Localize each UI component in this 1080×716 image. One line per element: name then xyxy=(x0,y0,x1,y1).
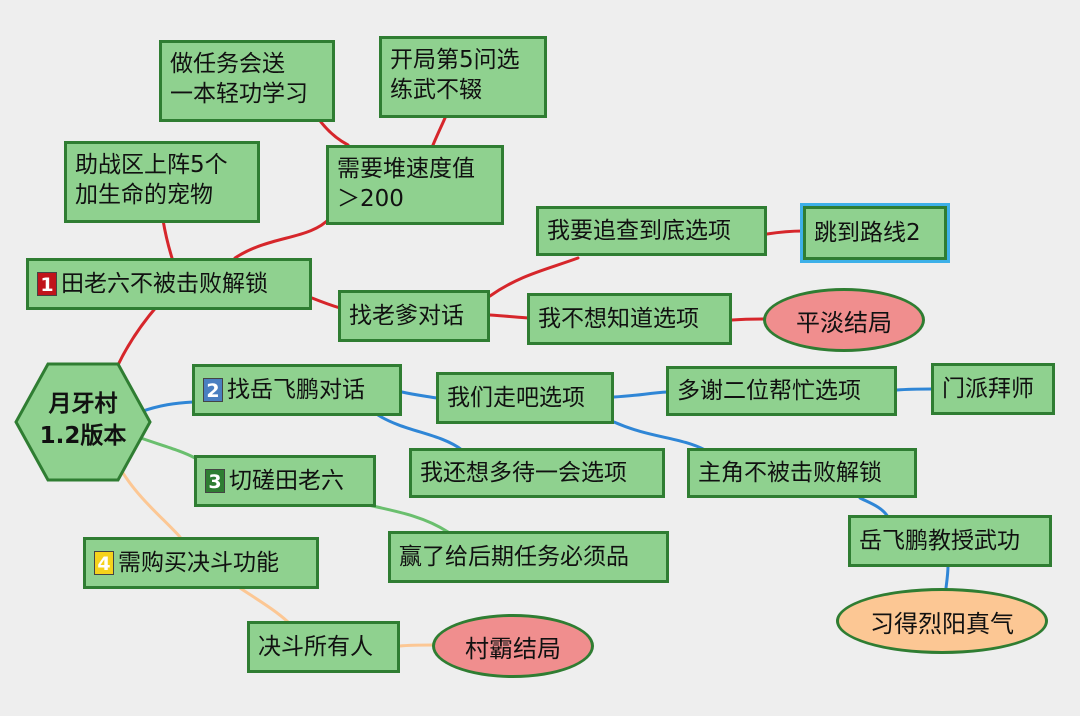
protag-unlock-node[interactable]: 主角不被击败解锁 xyxy=(687,448,917,498)
apprentice-label: 门派拜师 xyxy=(942,376,1034,402)
branch3-label: 切磋田老六 xyxy=(229,468,344,494)
dont-know-option-label: 我不想知道选项 xyxy=(538,306,699,332)
qinggong-note-line1: 做任务会送 xyxy=(170,51,285,77)
qinggong-note-node[interactable]: 做任务会送 一本轻功学习 xyxy=(159,40,335,122)
q5-note-line2: 练武不辍 xyxy=(390,77,482,103)
priority-2-badge: 2 xyxy=(203,378,223,402)
branch1-label: 田老六不被击败解锁 xyxy=(61,271,268,297)
pet-note-line2: 加生命的宠物 xyxy=(75,182,213,208)
branch3-node[interactable]: 3 切磋田老六 xyxy=(194,455,376,507)
duel-all-node[interactable]: 决斗所有人 xyxy=(247,621,400,673)
link-branch1-speed xyxy=(233,216,332,260)
stay-option-label: 我还想多待一会选项 xyxy=(420,460,627,486)
center-label-line1: 月牙村 xyxy=(48,391,118,417)
priority-1-badge: 1 xyxy=(37,272,57,296)
pursue-option-label: 我要追查到底选项 xyxy=(547,218,731,244)
branch2-node[interactable]: 2 找岳飞鹏对话 xyxy=(192,364,402,416)
pet-note-node[interactable]: 助战区上阵5个 加生命的宠物 xyxy=(64,141,260,223)
branch2-label: 找岳飞鹏对话 xyxy=(227,377,365,403)
link-branch1-pet xyxy=(161,218,174,260)
duel-all-label: 决斗所有人 xyxy=(258,634,373,660)
link-speed-q5 xyxy=(431,116,447,147)
link-duel-bully xyxy=(398,643,435,648)
stay-option-node[interactable]: 我还想多待一会选项 xyxy=(409,448,665,498)
center-label: 月牙村 1.2版本 xyxy=(14,388,152,452)
link-letsgo-protag xyxy=(612,420,707,452)
qinggong-note-line2: 一本轻功学习 xyxy=(170,81,308,107)
bully-ending-label: 村霸结局 xyxy=(465,634,561,663)
priority-3-badge: 3 xyxy=(205,469,225,493)
talk-father-node[interactable]: 找老爹对话 xyxy=(338,290,490,342)
branch4-label: 需购买决斗功能 xyxy=(118,550,279,576)
link-talk-pursue xyxy=(488,256,580,298)
route2-node[interactable]: 跳到路线2 xyxy=(800,203,950,263)
link-branch1-talk xyxy=(310,296,342,310)
branch1-node[interactable]: 1 田老六不被击败解锁 xyxy=(26,258,312,310)
speed-note-line2: ＞200 xyxy=(337,186,404,212)
thanks-option-node[interactable]: 多谢二位帮忙选项 xyxy=(666,366,897,416)
link-thanks-apprentice xyxy=(895,387,934,392)
link-center-branch4 xyxy=(121,471,182,539)
link-center-branch1 xyxy=(116,303,160,367)
talk-father-label: 找老爹对话 xyxy=(349,303,464,329)
plain-ending-label: 平淡结局 xyxy=(796,308,892,337)
learn-skill-label: 习得烈阳真气 xyxy=(870,609,1014,638)
center-node[interactable]: 月牙村 1.2版本 xyxy=(14,362,152,482)
link-speed-qinggong xyxy=(316,116,350,147)
bully-ending-node[interactable]: 村霸结局 xyxy=(432,614,594,678)
route2-label: 跳到路线2 xyxy=(814,220,921,246)
speed-note-node[interactable]: 需要堆速度值 ＞200 xyxy=(326,145,504,225)
apprentice-node[interactable]: 门派拜师 xyxy=(931,363,1055,415)
priority-4-badge: 4 xyxy=(94,551,114,575)
speed-note-line1: 需要堆速度值 xyxy=(337,156,475,182)
link-center-branch3 xyxy=(136,435,197,460)
branch4-node[interactable]: 4 需购买决斗功能 xyxy=(83,537,319,589)
q5-note-line1: 开局第5问选 xyxy=(390,47,520,73)
link-talk-dontknow xyxy=(488,313,530,320)
pet-note-line1: 助战区上阵5个 xyxy=(75,152,228,178)
dont-know-option-node[interactable]: 我不想知道选项 xyxy=(527,293,732,345)
teach-martial-node[interactable]: 岳飞鹏教授武功 xyxy=(848,515,1052,567)
link-protag-teach xyxy=(858,496,890,519)
pursue-option-node[interactable]: 我要追查到底选项 xyxy=(536,206,767,256)
link-branch3-win xyxy=(366,503,450,534)
link-pursue-route2 xyxy=(765,229,805,236)
link-letsgo-thanks xyxy=(612,390,669,399)
link-branch2-stay xyxy=(376,413,464,452)
link-dontknow-plain xyxy=(730,317,767,322)
q5-note-node[interactable]: 开局第5问选 练武不辍 xyxy=(379,36,547,118)
link-branch4-duel xyxy=(238,586,290,624)
lets-go-option-label: 我们走吧选项 xyxy=(447,385,585,411)
lets-go-option-node[interactable]: 我们走吧选项 xyxy=(436,372,614,424)
win-reward-node[interactable]: 赢了给后期任务必须品 xyxy=(388,531,669,583)
win-reward-label: 赢了给后期任务必须品 xyxy=(399,544,629,570)
thanks-option-label: 多谢二位帮忙选项 xyxy=(677,378,861,404)
link-teach-learn xyxy=(944,564,950,590)
plain-ending-node[interactable]: 平淡结局 xyxy=(763,288,925,352)
hexagon-shape xyxy=(14,362,152,482)
learn-skill-node[interactable]: 习得烈阳真气 xyxy=(836,588,1048,654)
protag-unlock-label: 主角不被击败解锁 xyxy=(698,460,882,486)
teach-martial-label: 岳飞鹏教授武功 xyxy=(859,528,1020,554)
center-label-line2: 1.2版本 xyxy=(39,423,127,449)
link-branch2-letsgo xyxy=(400,390,439,400)
